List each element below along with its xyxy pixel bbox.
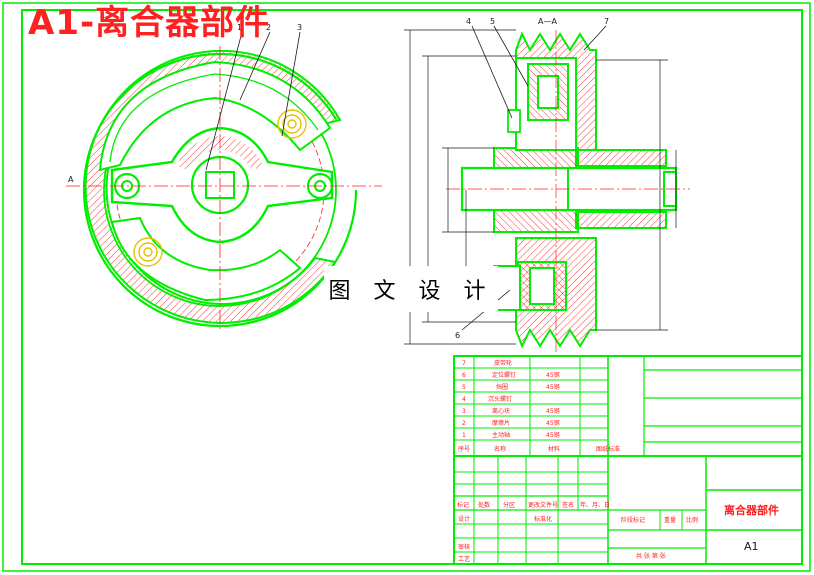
leader-1 [205,31,243,171]
callout-5: 5 [490,17,495,26]
part-row-name: 摩擦片 [492,419,510,427]
drawing-name: 离合器部件 [724,503,779,517]
part-row-name: 离心块 [492,407,510,415]
part-row-no: 7 [462,360,466,367]
label-zone: 分区 [503,501,515,509]
callout-6: 6 [455,331,460,340]
part-row-material: 45钢 [546,383,560,391]
parts-list: 7 皮带轮 6 定位螺钉 45钢 5 挡圈 45钢 4 沉头螺钉 3 离心块 4… [458,359,620,453]
leader-3 [281,31,301,137]
inner-frame [21,9,803,565]
label-doc: 更改文件号 [528,501,558,509]
part-row-no: 1 [462,432,466,439]
block-pin-bottom [529,267,555,305]
leader-5 [493,25,529,87]
parts-list-grid [454,356,608,456]
label-process: 工艺 [458,555,470,563]
part-row-name: 沉头螺钉 [488,395,512,403]
label-sign: 签名 [562,501,574,509]
label-date: 年、月、日 [580,501,610,509]
label-mark: 标记 [457,501,469,509]
callout-1: 1 [237,23,242,32]
cut-mark-a: A [68,175,74,184]
drawing-code: A1 [744,540,759,553]
part-row-name: 挡圈 [496,383,508,391]
part-row-no: 3 [462,408,466,415]
parts-header-name: 名称 [494,445,506,453]
hub-section-bottom [493,209,579,233]
watermark-label: 图 文 设 计 [324,266,498,312]
leader-4 [471,25,513,119]
label-scale: 比例 [686,516,698,524]
friction-lining-upper [109,73,319,163]
label-sheets: 共 张 第 张 [636,552,666,560]
front-view: 1 2 3 A [66,23,382,330]
parts-header-note: 图纸标准 [596,445,620,453]
page-title: A1-离合器部件 [28,3,271,43]
pulley-web-bottom [575,211,667,229]
callout-4: 4 [466,17,471,26]
part-row-material: 45钢 [546,419,560,427]
hub-keyway [205,171,235,199]
spring-lower-icon [133,237,163,267]
title-block-labels: 标记 处数 分区 更改文件号 签名 年、月、日 设计 标准化 审核 工艺 阶段标… [457,501,779,563]
title-block [453,355,803,565]
parts-header-material: 材料 [548,445,560,453]
part-row-no: 4 [462,396,466,403]
label-count: 处数 [478,501,490,509]
label-weight: 重量 [664,516,676,524]
label-check: 审核 [458,543,470,551]
label-std: 标准化 [534,515,552,523]
callout-7: 7 [604,17,609,26]
part-row-material: 45钢 [546,431,560,439]
part-row-material: 45钢 [546,371,560,379]
label-design: 设计 [458,515,470,523]
label-stage: 阶段标记 [621,516,645,524]
part-row-no: 6 [462,372,466,379]
callout-3: 3 [297,23,302,32]
part-row-name: 主动轴 [492,431,510,439]
callout-2: 2 [266,23,271,32]
parts-header-no: 序号 [458,445,470,453]
part-row-material: 45钢 [546,407,560,415]
part-row-name: 定位螺钉 [492,371,516,379]
pulley-web-top [575,149,667,167]
part-row-name: 皮带轮 [494,359,512,367]
spring-upper-icon [277,109,307,139]
centrifugal-block-lower [110,216,302,302]
section-label: A—A [538,17,557,26]
leader-2 [239,31,271,101]
part-row-no: 2 [462,420,466,427]
leader-7 [583,25,607,51]
lever-hatch [176,136,264,170]
block-pin-top [537,75,559,109]
part-row-no: 5 [462,384,466,391]
